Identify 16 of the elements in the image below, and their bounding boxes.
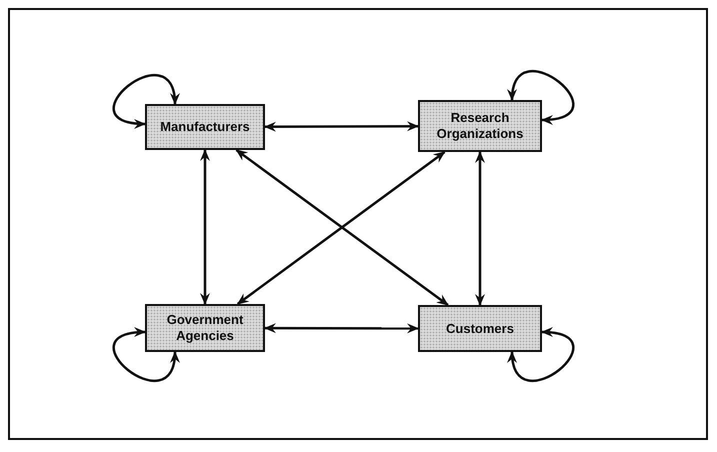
box-label: Customers [446, 320, 514, 336]
double-arrow [508, 328, 574, 382]
double-arrow [475, 151, 485, 306]
entity-box [418, 100, 542, 152]
box-label: Manufacturers [160, 119, 250, 135]
box-label: Government Agencies [166, 312, 244, 344]
double-arrow [264, 323, 419, 334]
box-label: Research Organizations [436, 110, 524, 142]
double-arrow [112, 74, 178, 128]
double-arrow [264, 121, 419, 132]
double-arrow [112, 328, 178, 382]
entity-box [418, 305, 542, 352]
entity-box [145, 304, 265, 352]
entity-box [145, 104, 265, 150]
double-arrow [508, 70, 574, 124]
double-arrow [200, 149, 210, 305]
